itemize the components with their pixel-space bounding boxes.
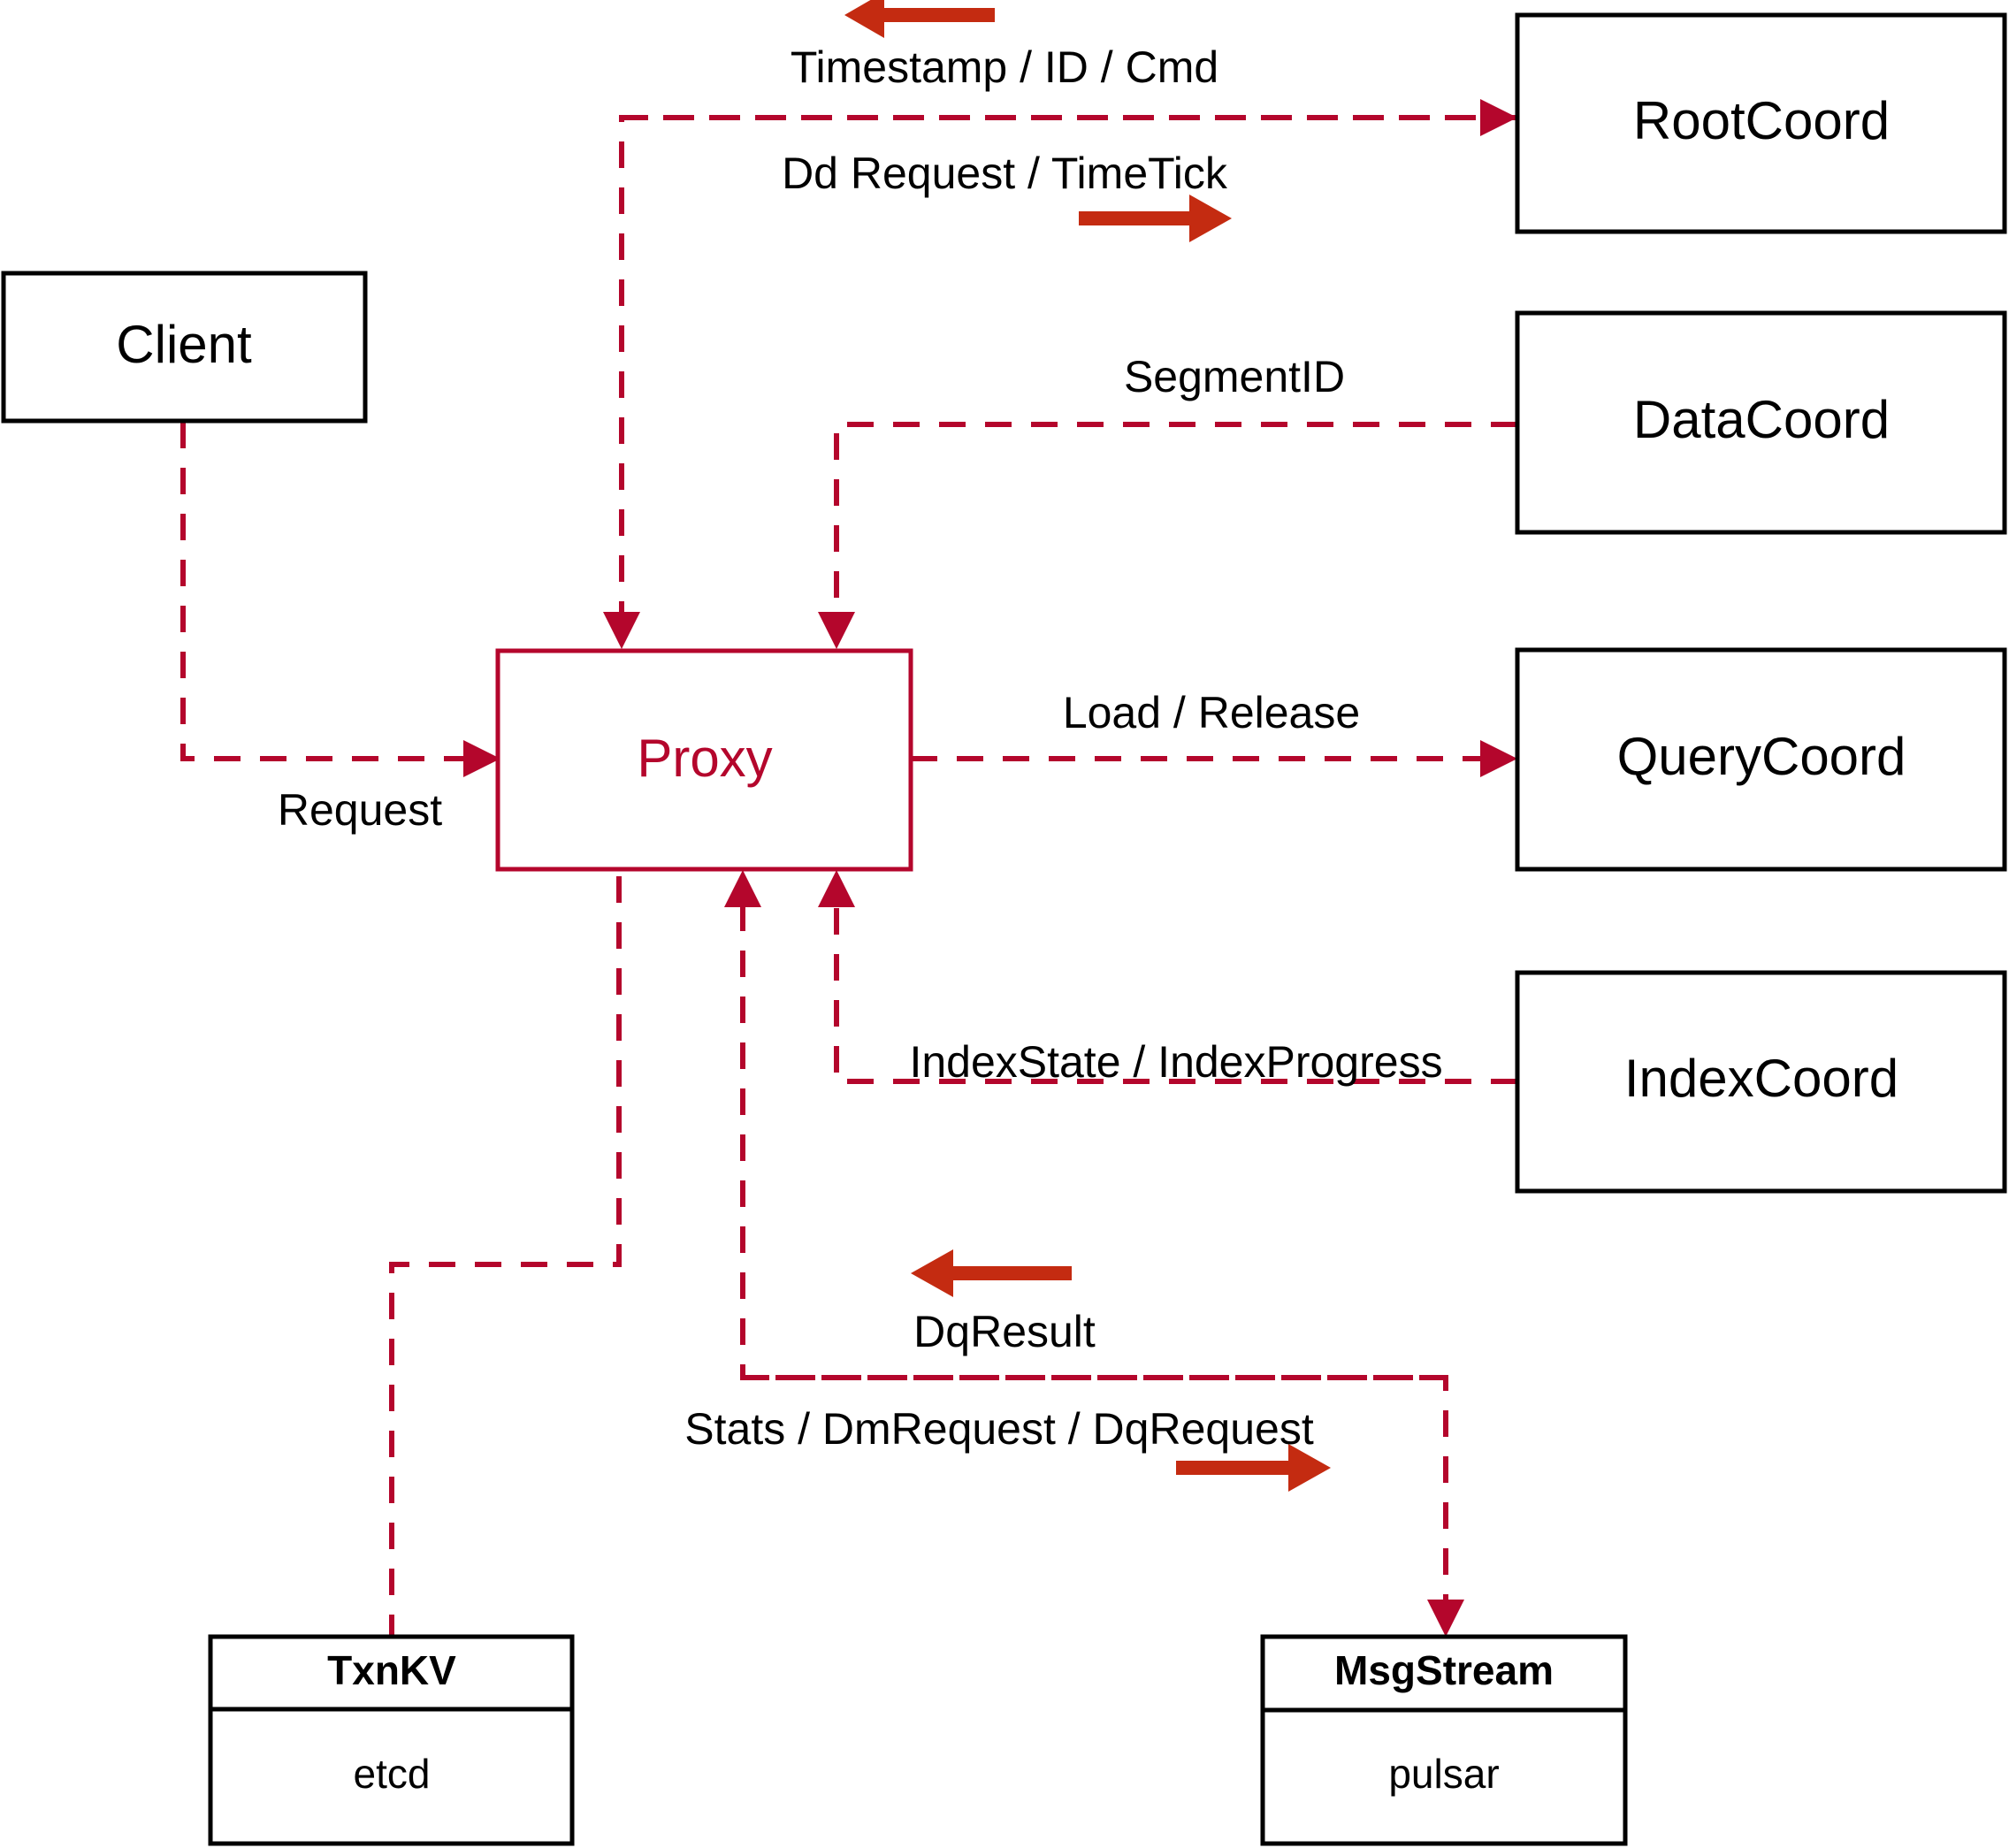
edge-msgstream-to-proxy bbox=[724, 870, 1446, 1380]
edge-proxy-to-txnkv bbox=[389, 876, 622, 1637]
node-msgstream-label: MsgStream bbox=[1334, 1647, 1554, 1693]
node-client bbox=[1, 271, 368, 424]
edge-label-dqresult: DqResult bbox=[913, 1307, 1096, 1356]
node-rootcoord-label: RootCoord bbox=[1633, 91, 1890, 150]
edge-label-load-release: Load / Release bbox=[1063, 688, 1360, 737]
node-indexcoord-label: IndexCoord bbox=[1624, 1049, 1898, 1108]
node-indexcoord bbox=[1515, 970, 2007, 1194]
node-proxy-label: Proxy bbox=[637, 729, 772, 788]
edge-datacoord-to-proxy bbox=[818, 422, 1517, 649]
edge-label-stats-dmrequest-dqrequest: Stats / DmRequest / DqRequest bbox=[684, 1404, 1314, 1454]
edge-proxy-to-msgstream bbox=[743, 1375, 1464, 1637]
node-txnkv-impl-label: etcd bbox=[354, 1751, 431, 1797]
edge-label-dd-request-timetick: Dd Request / TimeTick bbox=[782, 149, 1228, 198]
edge-label-timestamp-id-cmd: Timestamp / ID / Cmd bbox=[791, 42, 1218, 92]
node-datacoord-label: DataCoord bbox=[1633, 390, 1890, 449]
node-client-label: Client bbox=[116, 315, 252, 374]
edge-label-request: Request bbox=[278, 785, 442, 835]
timestamp-flow-arrow bbox=[844, 0, 995, 38]
node-rootcoord bbox=[1515, 12, 2007, 234]
node-msgstream-impl-label: pulsar bbox=[1388, 1751, 1499, 1797]
dqresult-flow-arrow bbox=[911, 1249, 1072, 1297]
node-txnkv-label: TxnKV bbox=[327, 1647, 456, 1693]
dqrequest-flow-arrow bbox=[1176, 1444, 1331, 1492]
edge-label-segmentid: SegmentID bbox=[1124, 352, 1345, 401]
edge-label-indexstate-indexprogress: IndexState / IndexProgress bbox=[909, 1037, 1442, 1087]
ddrequest-flow-arrow bbox=[1079, 195, 1232, 242]
node-datacoord bbox=[1515, 310, 2007, 535]
edge-client-to-proxy bbox=[180, 422, 500, 777]
node-querycoord bbox=[1515, 647, 2007, 872]
node-msgstream bbox=[1260, 1634, 1628, 1846]
node-txnkv bbox=[208, 1634, 575, 1846]
node-querycoord-label: QueryCoord bbox=[1617, 727, 1906, 786]
node-proxy bbox=[495, 648, 913, 872]
